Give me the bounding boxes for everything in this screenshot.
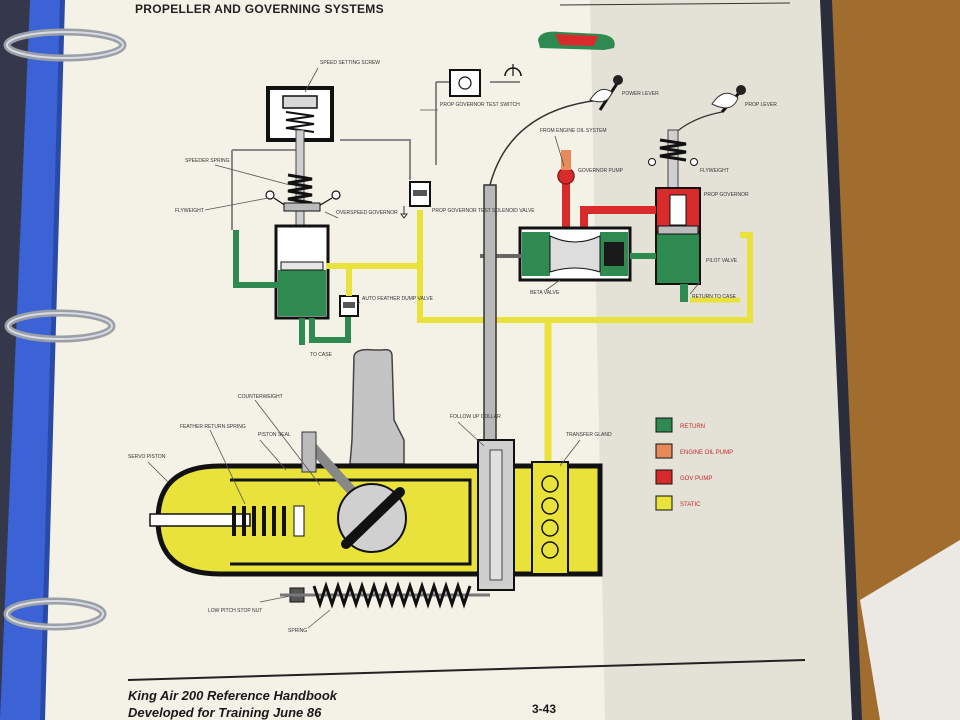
legend-label-static: STATIC [680, 502, 701, 508]
legend-swatch-return [655, 417, 673, 433]
label-to-case: TO CASE [310, 352, 333, 358]
beta-rod [483, 184, 497, 451]
page-header-title: PROPELLER AND GOVERNING SYSTEMS [135, 2, 384, 16]
label-servo-piston: SERVO PISTON [128, 454, 166, 460]
label-transfer-gland: TRANSFER GLAND [566, 432, 612, 438]
page-footer-subtitle: Developed for Training June 86 [128, 705, 322, 720]
pilot-valve-body [655, 231, 701, 285]
label-feather-return-spring: FEATHER RETURN SPRING [180, 424, 246, 430]
label-from-engine-oil-system: FROM ENGINE OIL SYSTEM [540, 128, 607, 134]
footer-rule [127, 659, 806, 681]
label-spring: SPRING [288, 628, 307, 634]
legend-swatch-engine-oil-pump [655, 443, 673, 459]
header-rule [559, 2, 791, 6]
label-governor-pump: GOVERNOR PUMP [578, 168, 624, 174]
beta-linkage-arc [489, 99, 601, 186]
leader-lines [147, 67, 701, 629]
low-pitch-spring [312, 581, 472, 609]
legend-swatch-static [655, 495, 673, 511]
governor-diagram: SPEED SETTING SCREW SPEEDER SPRING FLYWE… [128, 31, 777, 634]
return-line-left [233, 230, 278, 288]
speed-spring-top [285, 111, 315, 133]
feather-return-spring [232, 506, 286, 536]
label-test-solenoid-valve: PROP GOVERNOR TEST SOLENOID VALVE [432, 208, 535, 214]
label-auto-feather-dump-valve: AUTO FEATHER DUMP VALVE [362, 296, 434, 302]
label-piston-seal: PISTON SEAL [258, 432, 291, 438]
prop-governor-test-switch [449, 69, 481, 97]
binder-ring-bottom [3, 597, 107, 631]
label-low-pitch-stop-nut: LOW PITCH STOP NUT [208, 608, 262, 614]
static-line-main [417, 232, 753, 323]
binder-ring-middle [4, 309, 116, 343]
label-counterweight: COUNTERWEIGHT [238, 394, 283, 400]
label-flyweight: FLYWEIGHT [175, 208, 204, 214]
power-lever-icon [589, 75, 623, 111]
legend-label-return: RETURN [680, 424, 705, 430]
prop-lever-icon [711, 85, 746, 114]
overspeed-valve-spool [280, 261, 324, 271]
beta-valve-green-left [522, 232, 550, 276]
servo-piston-rod [149, 513, 251, 527]
flyweight-left-icon [265, 190, 275, 200]
overspeed-gray-line [231, 139, 411, 230]
return-line-bottom [299, 316, 351, 345]
flyweight-base [283, 202, 321, 212]
label-overspeed-governor: OVERSPEED GOVERNOR [336, 210, 398, 216]
page-number: 3-43 [532, 702, 557, 716]
page-shadow-right [590, 0, 855, 720]
page-edge-dark [820, 0, 862, 720]
binder-ring-top [3, 28, 127, 62]
page-footer-title: King Air 200 Reference Handbook [128, 688, 338, 703]
overspeed-valve-return-oil [278, 270, 326, 316]
label-speed-setting-screw: SPEED SETTING SCREW [320, 60, 380, 66]
legend-swatch-gov-pump [655, 469, 673, 485]
propeller-blade [349, 348, 405, 465]
speed-setting-block [282, 95, 318, 109]
paper-corner [860, 540, 960, 720]
prop-governor-spring [659, 138, 687, 162]
label-pilot-valve: PILOT VALVE [706, 258, 738, 264]
speeder-spring [287, 173, 313, 205]
label-prop-governor: PROP GOVERNOR [704, 192, 749, 198]
label-beta-valve: BETA VALVE [530, 290, 560, 296]
label-prop-lever: PROP LEVER [745, 102, 777, 108]
label-prop-governor-test-switch: PROP GOVERNOR TEST SWITCH [440, 102, 520, 108]
legend-label-engine-oil-pump: ENGINE OIL PUMP [680, 450, 733, 456]
legend: RETURN ENGINE OIL PUMP GOV PUMP STATIC [655, 417, 733, 511]
engine-oil-inlet [561, 150, 571, 170]
legend-label-gov-pump: GOV PUMP [680, 476, 712, 482]
flyweight-right-icon [331, 190, 341, 200]
governor-pump [557, 167, 575, 185]
desk-shadow [820, 0, 960, 720]
label-return-to-case: RETURN TO CASE [692, 294, 737, 300]
label-flyweight-right: FLYWEIGHT [700, 168, 729, 174]
test-switch-line [435, 81, 520, 165]
transfer-gland [531, 461, 569, 575]
label-power-lever: POWER LEVER [622, 91, 659, 97]
label-follow-up-collar: FOLLOW UP COLLAR [450, 414, 501, 420]
label-speeder-spring: SPEEDER SPRING [185, 158, 230, 164]
